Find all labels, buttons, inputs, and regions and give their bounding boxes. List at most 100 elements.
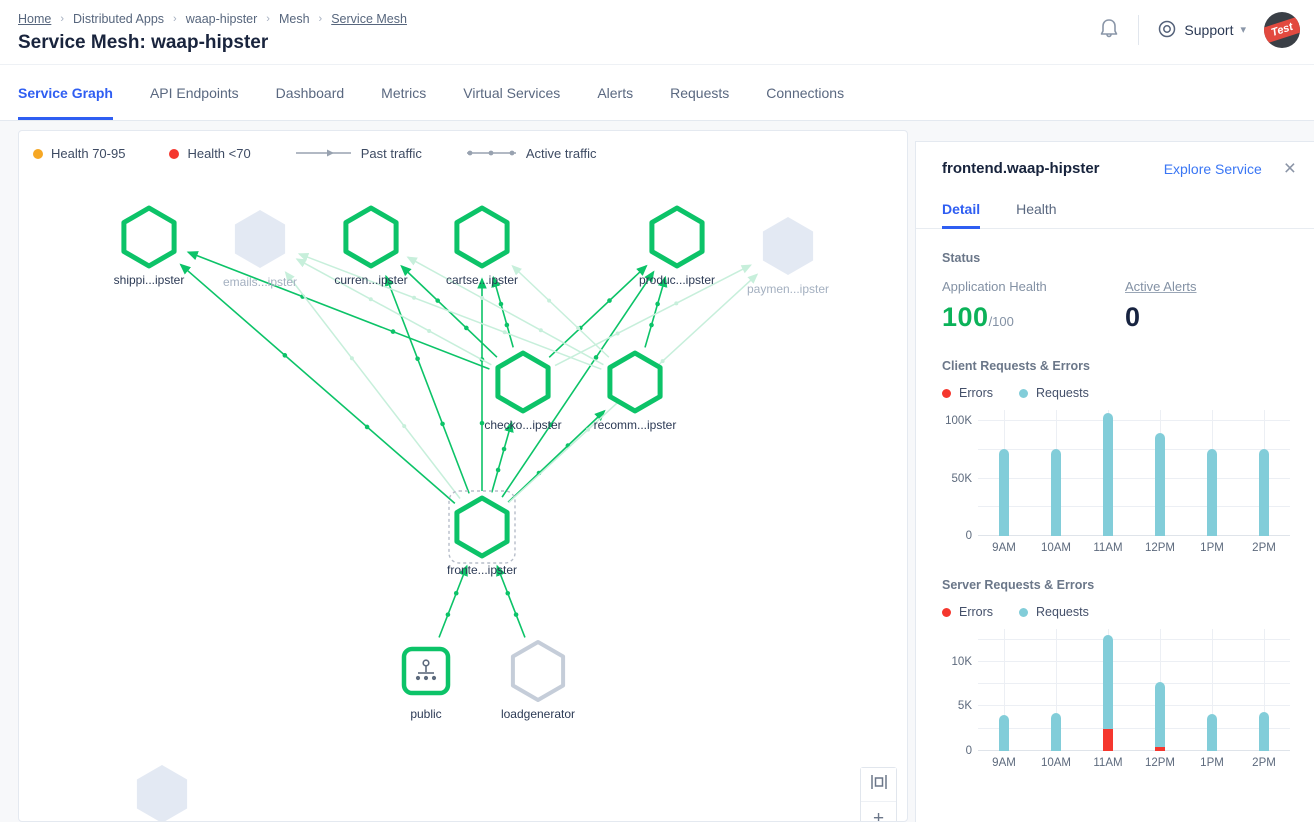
breadcrumb-distributed-apps[interactable]: Distributed Apps (73, 12, 165, 26)
active-alerts-label[interactable]: Active Alerts (1125, 279, 1197, 294)
panel-header: frontend.waap-hipster Explore Service × (916, 142, 1314, 179)
edge-recommendation-to-product[interactable] (644, 275, 668, 348)
edge-checkout-to-payment[interactable] (554, 264, 752, 367)
avatar[interactable]: Test (1264, 12, 1300, 48)
breadcrumb-home[interactable]: Home (18, 12, 52, 26)
service-mesh-graph[interactable]: shippi...ipster emails...ipster curren...i… (19, 131, 908, 822)
node-label-frontend: fronte...ipster (447, 563, 517, 577)
y-tick-label: 0 (965, 530, 972, 542)
panel-tab-health[interactable]: Health (1016, 201, 1057, 217)
header-divider (1138, 15, 1140, 45)
node-loadgenerator[interactable]: loadgenerator (501, 640, 575, 721)
main-tabs: Service Graph API Endpoints Dashboard Metri… (0, 64, 1314, 121)
breadcrumb-separator: › (173, 13, 177, 25)
errors-dot-icon (942, 388, 951, 398)
legend-errors: Errors (942, 386, 993, 400)
breadcrumb-service-mesh[interactable]: Service Mesh (331, 12, 407, 26)
tab-requests[interactable]: Requests (670, 84, 730, 101)
line-arrow-icon (295, 146, 353, 161)
active-alerts: Active Alerts 0 (1125, 279, 1197, 333)
explore-service-link[interactable]: Explore Service (1163, 160, 1262, 177)
zoom-fit-button[interactable] (861, 768, 896, 802)
status-heading: Status (942, 251, 981, 265)
requests-dot-icon (1019, 607, 1029, 617)
zoom-in-button[interactable]: + (861, 802, 896, 821)
node-payment[interactable]: paymen...ipster (747, 217, 829, 296)
notifications-button[interactable] (1094, 13, 1124, 48)
bar-2pm[interactable] (1259, 711, 1269, 751)
edge-frontend-to-recommendation[interactable] (507, 409, 606, 503)
node-public[interactable]: public (401, 646, 451, 721)
legend-health-70-95: Health 70-95 (33, 146, 125, 161)
tab-api-endpoints[interactable]: API Endpoints (149, 84, 239, 101)
node-product[interactable]: produc...ipster (639, 205, 715, 287)
bar-12pm[interactable] (1155, 432, 1165, 536)
node-recommendation[interactable]: recomm...ipster (594, 350, 677, 432)
edge-recommendation-to-currency[interactable] (406, 256, 604, 366)
node-checkout[interactable]: checko...ipster (484, 350, 562, 432)
tab-alerts[interactable]: Alerts (597, 84, 634, 101)
tab-virtual-services[interactable]: Virtual Services (463, 84, 561, 101)
breadcrumb-waap-hipster[interactable]: waap-hipster (185, 12, 258, 26)
close-panel-button[interactable]: × (1280, 158, 1300, 179)
tab-connections[interactable]: Connections (766, 84, 845, 101)
edge-recommendation-to-email[interactable] (297, 252, 602, 370)
node-label-cartservice: cartse...ipster (446, 273, 518, 287)
bar-12pm[interactable] (1155, 681, 1165, 751)
bar-1pm[interactable] (1207, 713, 1217, 751)
node-cartservice[interactable]: cartse...ipster (446, 205, 518, 287)
edge-public-to-frontend[interactable] (438, 564, 468, 638)
edge-frontend-to-product[interactable] (501, 270, 655, 498)
tab-service-graph[interactable]: Service Graph (18, 65, 113, 120)
legend-health-lt-70: Health <70 (169, 146, 251, 161)
node-shipping[interactable]: shippi...ipster (114, 205, 185, 287)
breadcrumb-separator: › (318, 13, 323, 25)
node-frontend[interactable]: fronte...ipster (447, 490, 517, 577)
errors-dot-icon (942, 607, 951, 617)
app-header: Home › Distributed Apps › waap-hipster ›… (0, 0, 1314, 64)
orange-dot-icon (33, 148, 43, 159)
bar-9am[interactable] (999, 448, 1009, 536)
edge-checkout-to-product[interactable] (548, 264, 648, 358)
legend-requests: Requests (1019, 386, 1089, 400)
node-currency[interactable]: curren...ipster (334, 205, 408, 287)
edge-frontend-to-currency[interactable] (384, 274, 470, 494)
bar-10am[interactable] (1051, 712, 1061, 751)
node-label-product: produc...ipster (639, 273, 715, 287)
edge-checkout-to-email[interactable] (295, 258, 492, 366)
x-tick-label: 1PM (1200, 757, 1224, 769)
panel-title: frontend.waap-hipster (942, 160, 1100, 177)
y-tick-label: 5K (957, 700, 972, 713)
bell-icon (1098, 18, 1120, 44)
application-health-value: 100 (942, 302, 989, 332)
client-chart-title: Client Requests & Errors (942, 359, 1090, 373)
graph-zoom-controls: + (860, 767, 897, 821)
page-title: Service Mesh: waap-hipster (18, 32, 269, 53)
bar-11am[interactable] (1103, 413, 1113, 536)
active-alerts-value: 0 (1125, 302, 1141, 332)
application-health-max: /100 (988, 314, 1014, 329)
tab-dashboard[interactable]: Dashboard (275, 84, 345, 101)
legend-active-traffic: Active traffic (466, 146, 596, 161)
breadcrumb-mesh[interactable]: Mesh (278, 12, 310, 26)
support-menu[interactable]: Support ▾ (1153, 19, 1250, 42)
tab-metrics[interactable]: Metrics (381, 84, 427, 101)
node-ghost[interactable] (136, 765, 188, 822)
node-email[interactable]: emails...ipster (223, 210, 297, 289)
edge-recommendation-to-cartservice[interactable] (511, 264, 610, 358)
edge-checkout-to-cartservice[interactable] (491, 275, 514, 348)
edge-checkout-to-shipping[interactable] (186, 251, 490, 370)
panel-tab-detail[interactable]: Detail (942, 193, 981, 229)
bar-11am[interactable] (1103, 635, 1113, 751)
edge-frontend-to-email[interactable] (284, 271, 461, 499)
node-label-recommendation: recomm...ipster (594, 418, 677, 432)
bar-1pm[interactable] (1207, 448, 1217, 536)
bar-2pm[interactable] (1259, 448, 1269, 536)
y-tick-label: 10K (951, 655, 972, 668)
edge-frontend-to-checkout[interactable] (491, 420, 514, 493)
edge-frontend-to-shipping[interactable] (179, 263, 456, 504)
application-health: Application Health 100 /100 (942, 279, 1125, 333)
edge-loadgenerator-to-frontend[interactable] (496, 564, 526, 638)
bar-10am[interactable] (1051, 448, 1061, 536)
bar-9am[interactable] (999, 715, 1009, 751)
